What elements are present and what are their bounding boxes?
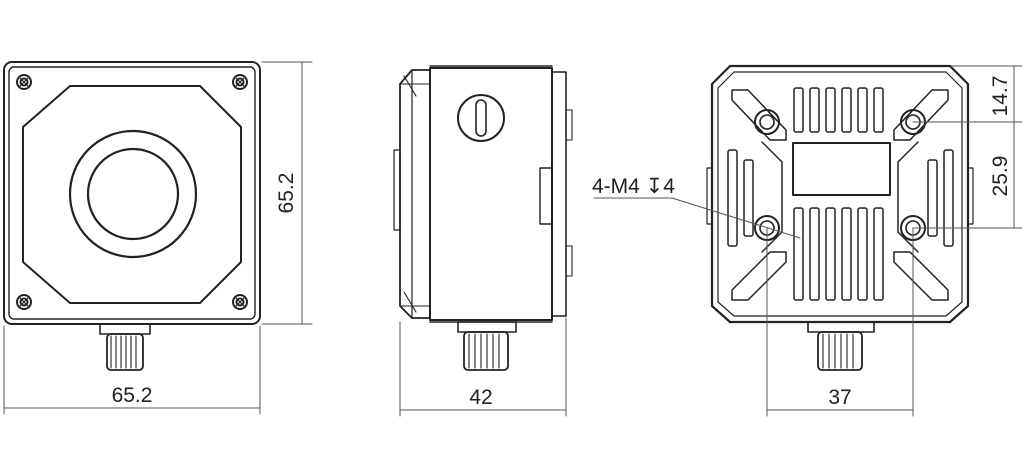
- side-slotted-screw: [457, 94, 505, 142]
- rear-vertical-spacing-label: 25.9: [989, 156, 1012, 197]
- front-height-dimension: [261, 61, 313, 325]
- lens-outer-ring: [68, 129, 198, 259]
- rear-outer-body: [710, 64, 970, 324]
- front-view: [3, 61, 313, 415]
- side-front-bezel: [399, 69, 431, 319]
- rear-view: [593, 64, 1023, 417]
- front-width-dimension: [3, 325, 261, 415]
- rear-connector: [807, 321, 875, 371]
- mounting-hole-top-left: [754, 109, 780, 135]
- side-depth-dimension: [399, 317, 567, 417]
- hole-callout-label: 4-M4 ↧4: [592, 175, 675, 198]
- rear-fins-left: [727, 89, 787, 301]
- rear-fins-right: [893, 89, 954, 301]
- front-screw-top-left: [16, 74, 32, 90]
- rear-spacing-dimension: [766, 227, 914, 417]
- side-rear-plate: [551, 71, 567, 317]
- side-main-body: [429, 67, 553, 321]
- rear-fins-bottom: [793, 207, 884, 301]
- front-inner-frame: [8, 66, 256, 320]
- front-screw-bottom-left: [16, 294, 32, 310]
- side-connector: [457, 321, 517, 371]
- front-height-label: 65.2: [275, 173, 298, 214]
- front-screw-top-right: [232, 74, 248, 90]
- lens-inner-ring: [86, 147, 180, 241]
- rear-top-offset-label: 14.7: [989, 76, 1012, 117]
- front-screw-bottom-right: [232, 294, 248, 310]
- front-outer-body: [3, 61, 261, 325]
- rear-label-plate: [792, 142, 891, 196]
- front-width-label: 65.2: [112, 384, 153, 407]
- front-octagon-face: [22, 85, 242, 304]
- hole-callout-leader: [593, 197, 801, 239]
- rear-fins-top: [793, 87, 884, 133]
- side-depth-label: 42: [469, 386, 492, 409]
- side-view: [393, 65, 573, 417]
- rear-spacing-label: 37: [828, 386, 851, 409]
- front-connector: [99, 323, 151, 371]
- rear-vertical-dimensions: [912, 65, 1023, 229]
